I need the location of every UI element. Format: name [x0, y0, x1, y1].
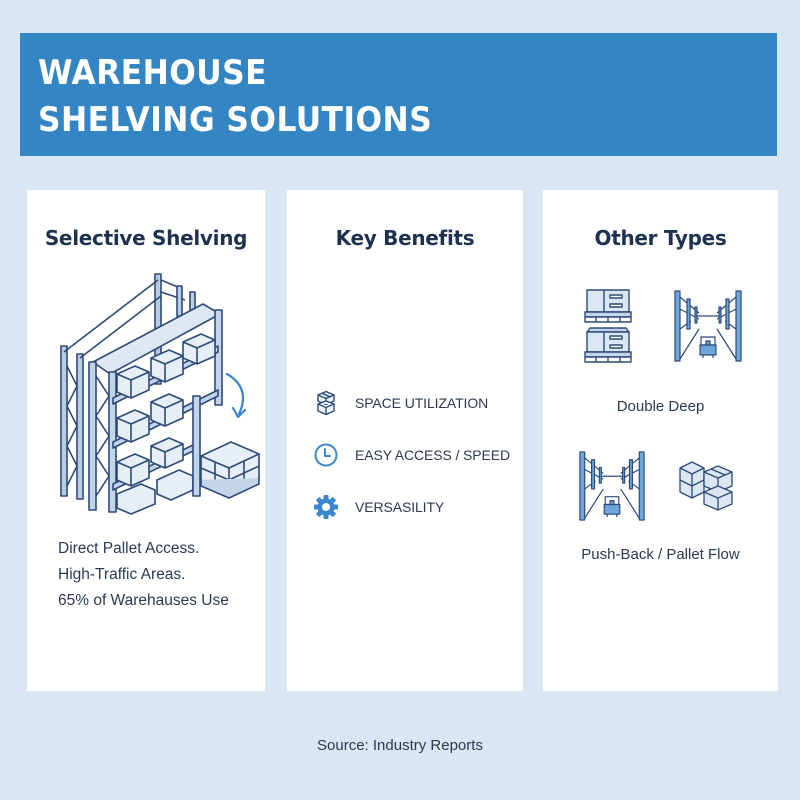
description-line: 65% of Warehauses Use: [58, 592, 229, 609]
page-title-line-2: SHELVING SOLUTIONS: [38, 100, 433, 140]
card-key-benefits: Key Benefits SPACE UTILIZATION EASY ACCE…: [287, 190, 523, 691]
benefit-space-utilization: SPACE UTILIZATION: [313, 390, 510, 416]
card-title: Other Types: [594, 226, 727, 250]
benefit-label: SPACE UTILIZATION: [355, 395, 489, 411]
box-cluster-icon: [679, 461, 733, 511]
benefit-label: EASY ACCESS / SPEED: [355, 447, 511, 463]
page-title-line-1: WAREHOUSE: [38, 53, 267, 93]
benefits-list: SPACE UTILIZATION EASY ACCESS / SPEED: [313, 390, 510, 546]
header-banner: WAREHOUSE SHELVING SOLUTIONS: [20, 33, 777, 156]
card-title: Selective Shelving: [44, 226, 248, 250]
gear-icon: [314, 495, 338, 519]
card-selective-shelving: Selective Shelving: [27, 190, 265, 691]
benefit-easy-access: EASY ACCESS / SPEED: [313, 442, 510, 468]
selective-pallet-rack-icon: [60, 273, 260, 515]
type-label-double-deep: Double Deep: [616, 398, 705, 415]
benefit-versatility: VERSASILITY: [313, 494, 510, 520]
stacked-pallets-icon: [584, 289, 632, 363]
source-note: Source: Industry Reports: [317, 737, 483, 754]
clock-icon: [314, 443, 338, 467]
benefit-label: VERSASILITY: [355, 499, 445, 515]
card-other-types: Other Types: [543, 190, 778, 691]
card-title: Key Benefits: [335, 226, 475, 250]
stacked-boxes-icon: [317, 390, 335, 416]
description-line: Direct Pallet Access.: [58, 540, 200, 557]
type-label-push-back-pallet-flow: Push-Back / Pallet Flow: [581, 546, 740, 563]
rack-aisle-forklift-icon: [674, 290, 742, 362]
rack-aisle-forklift-icon: [579, 451, 645, 521]
description-line: High-Traffic Areas.: [58, 566, 186, 583]
selective-shelving-description: Direct Pallet Access. High-Traffic Areas…: [58, 536, 229, 614]
